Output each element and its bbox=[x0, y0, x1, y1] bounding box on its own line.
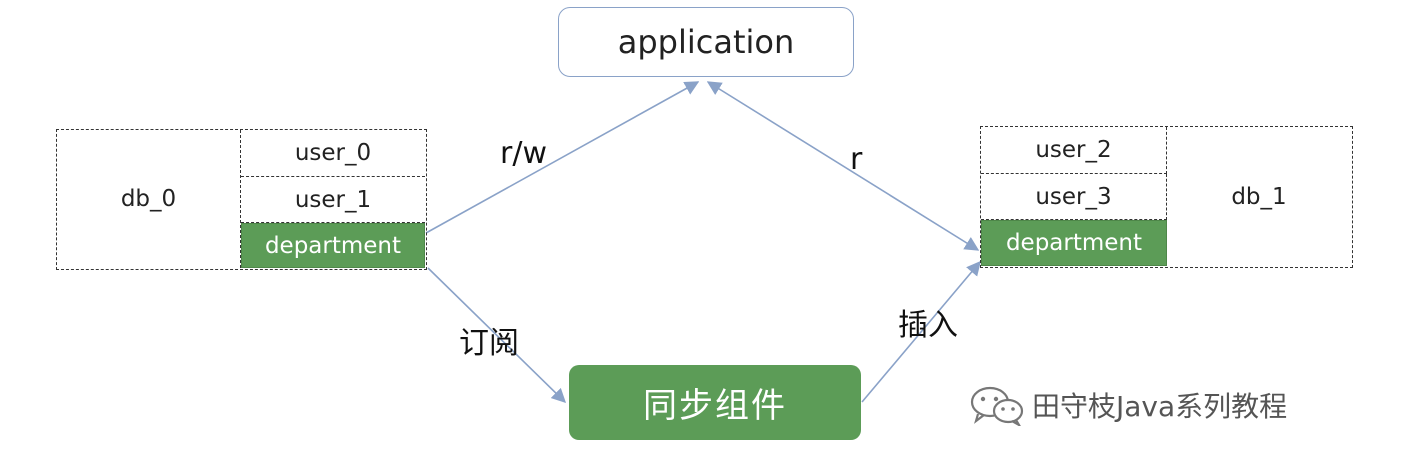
db1-table-user2: user_2 bbox=[981, 127, 1167, 174]
db0-box: db_0 user_0 user_1 department bbox=[56, 129, 427, 270]
db0-name-text: db_0 bbox=[120, 186, 177, 212]
edge-label-insert: 插入 bbox=[898, 308, 958, 343]
db0-table-user1: user_1 bbox=[241, 177, 425, 223]
db1-table-department-label: department bbox=[1005, 230, 1143, 256]
watermark: 田守枝Java系列教程 bbox=[968, 384, 1287, 426]
db0-table-department: department bbox=[241, 223, 425, 268]
edge-label-rw: r/w bbox=[500, 136, 547, 171]
application-label: application bbox=[617, 23, 795, 61]
wechat-icon bbox=[970, 386, 1024, 426]
db0-table-department-label: department bbox=[264, 232, 402, 259]
db1-table-user2-label: user_2 bbox=[1035, 137, 1112, 163]
db0-name: db_0 bbox=[57, 130, 241, 268]
application-node: application bbox=[558, 7, 854, 77]
db1-box: user_2 user_3 department db_1 bbox=[980, 126, 1353, 268]
arrow-db0-to-application bbox=[425, 81, 700, 234]
edge-label-r: r bbox=[850, 142, 863, 177]
arrow-sync-to-db1 bbox=[861, 260, 981, 403]
db0-table-user1-label: user_1 bbox=[294, 186, 372, 213]
edge-label-subscribe: 订阅 bbox=[459, 326, 519, 361]
arrow-db0-to-sync bbox=[427, 267, 567, 404]
db1-name: db_1 bbox=[1167, 127, 1351, 266]
db1-table-user3: user_3 bbox=[981, 174, 1167, 220]
db1-table-user3-label: user_3 bbox=[1035, 183, 1112, 210]
sync-component-node: 同步组件 bbox=[569, 365, 861, 440]
sync-component-label: 同步组件 bbox=[643, 386, 787, 426]
arrow-application-to-db1 bbox=[706, 81, 980, 251]
db1-table-department: department bbox=[981, 220, 1167, 266]
db0-table-user0: user_0 bbox=[241, 130, 425, 177]
db0-table-user0-label: user_0 bbox=[294, 140, 372, 166]
watermark-text: 田守枝Java系列教程 bbox=[1032, 390, 1288, 423]
db1-name-text: db_1 bbox=[1231, 183, 1287, 210]
